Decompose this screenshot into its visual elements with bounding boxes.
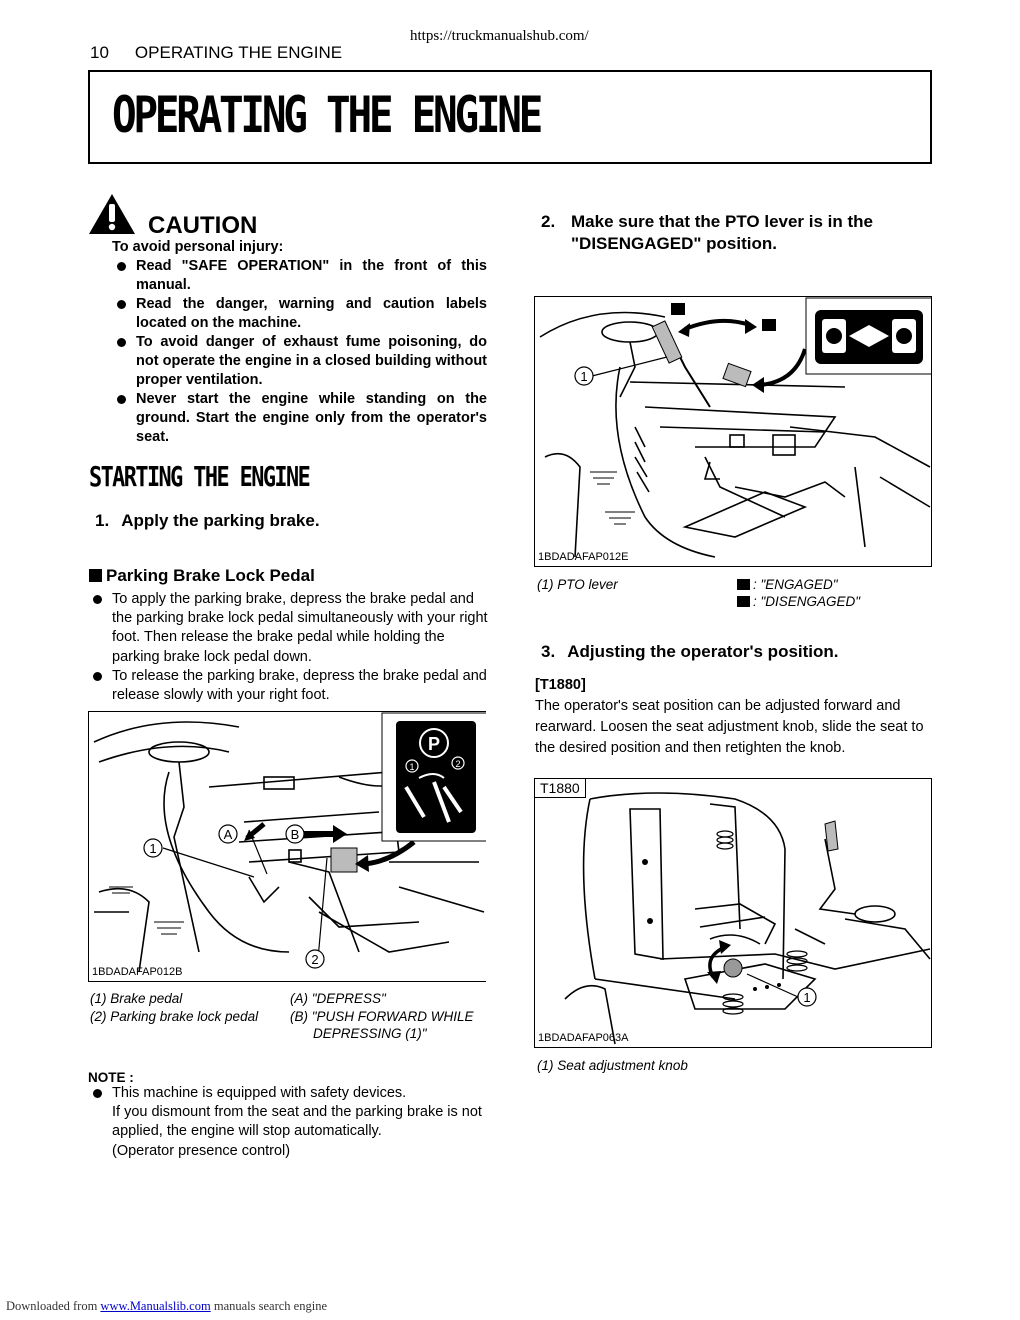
note-line-1: This machine is equipped with safety dev… — [112, 1085, 407, 1101]
square-bullet-icon — [89, 569, 102, 582]
caption-disengaged-text: : "DISENGAGED" — [753, 594, 861, 609]
note-list: This machine is equipped with safety dev… — [90, 1084, 488, 1161]
page-number: 10 — [90, 43, 109, 62]
caption-parking-brake-lock-pedal: (2) Parking brake lock pedal — [90, 1009, 259, 1024]
figure-code: 1BDADAFAP012B — [92, 966, 183, 978]
step-2: 2. Make sure that the PTO lever is in th… — [541, 211, 931, 255]
engaged-icon — [737, 579, 750, 590]
figure-code: 1BDADAFAP012E — [538, 551, 629, 563]
disengaged-icon — [737, 596, 750, 607]
caption-push-forward-cont: DEPRESSING (1)" — [313, 1026, 427, 1041]
footer-suffix: manuals search engine — [213, 1299, 327, 1313]
caption-pto-lever: (1) PTO lever — [537, 577, 618, 592]
download-footer: Downloaded from www.Manualslib.com manua… — [6, 1299, 327, 1314]
parking-brake-heading: Parking Brake Lock Pedal — [89, 566, 315, 586]
step-text: Apply the parking brake. — [121, 511, 320, 530]
step-number: 3. — [541, 642, 556, 661]
figure-code: 1BDADAFAP063A — [538, 1032, 629, 1044]
source-url: https://truckmanualshub.com/ — [410, 28, 589, 44]
caption-push-forward: (B) "PUSH FORWARD WHILE — [290, 1009, 474, 1024]
note-line-2: If you dismount from the seat and the pa… — [112, 1104, 482, 1140]
caution-item: To avoid danger of exhaust fume poisonin… — [114, 333, 487, 390]
note-label: NOTE : — [88, 1070, 134, 1085]
step-text: Adjusting the operator's position. — [567, 642, 839, 661]
svg-text:P: P — [428, 734, 440, 754]
step-text: Make sure that the PTO lever is in the "… — [571, 212, 874, 253]
seat-adjust-illustration: 1 — [564, 792, 931, 1045]
step-number: 1. — [95, 511, 110, 530]
note-line-3: (Operator presence control) — [112, 1142, 291, 1159]
pto-lever-illustration: 1 — [539, 297, 931, 558]
svg-text:1: 1 — [409, 762, 414, 772]
caution-item: Never start the engine while standing on… — [114, 390, 487, 447]
brake-pedal-illustration: 1 2 A B P 1 2 — [93, 712, 486, 973]
callout-a: A — [224, 827, 233, 842]
callout-1: 1 — [149, 841, 156, 856]
caution-list: Read "SAFE OPERATION" in the front of th… — [114, 257, 487, 447]
caption-disengaged: : "DISENGAGED" — [737, 593, 860, 610]
page-header: 10 OPERATING THE ENGINE — [90, 43, 342, 63]
step-3: 3. Adjusting the operator's position. — [541, 642, 839, 662]
step-number: 2. — [541, 212, 556, 231]
caption-engaged: : "ENGAGED" — [737, 576, 838, 593]
callout-2: 2 — [311, 952, 318, 967]
parking-brake-item: To release the parking brake, depress th… — [90, 667, 488, 705]
page-title: OPERATING THE ENGINE — [112, 86, 543, 144]
caption-engaged-text: : "ENGAGED" — [753, 577, 838, 592]
parking-brake-list: To apply the parking brake, depress the … — [90, 590, 488, 705]
caption-seat-adjustment-knob: (1) Seat adjustment knob — [537, 1058, 688, 1073]
title-box: OPERATING THE ENGINE — [88, 70, 932, 164]
section-heading: STARTING THE ENGINE — [89, 460, 311, 493]
caption-brake-pedal: (1) Brake pedal — [90, 991, 183, 1006]
figure-tag: T1880 — [535, 779, 586, 798]
seat-adjust-figure: 1 T1880 1BDADAFAP063A — [534, 778, 932, 1048]
footer-prefix: Downloaded from — [6, 1299, 98, 1313]
seat-callout-1: 1 — [803, 990, 810, 1005]
caution-item: Read the danger, warning and caution lab… — [114, 295, 487, 333]
step-1: 1. Apply the parking brake. — [95, 511, 320, 531]
caution-intro: To avoid personal injury: — [112, 239, 284, 255]
caption-depress: (A) "DEPRESS" — [290, 991, 386, 1006]
note-item: This machine is equipped with safety dev… — [90, 1084, 488, 1161]
manualslib-link[interactable]: www.Manualslib.com — [100, 1299, 211, 1313]
pto-callout-1: 1 — [580, 369, 587, 384]
model-label: [T1880] — [535, 677, 586, 693]
running-title: OPERATING THE ENGINE — [134, 43, 343, 62]
parking-brake-item: To apply the parking brake, depress the … — [90, 590, 488, 667]
caution-label: CAUTION — [148, 212, 258, 239]
caution-item: Read "SAFE OPERATION" in the front of th… — [114, 257, 487, 295]
callout-b: B — [291, 827, 300, 842]
seat-adjust-text: The operator's seat position can be adju… — [535, 698, 924, 756]
svg-text:2: 2 — [455, 759, 460, 769]
parking-brake-heading-text: Parking Brake Lock Pedal — [106, 566, 315, 585]
warning-triangle-icon — [89, 194, 135, 234]
pto-lever-figure: 1 1BDADAFAP012E — [534, 296, 932, 567]
brake-pedal-figure: 1 2 A B P 1 2 1BDADAFAP012B — [88, 711, 486, 982]
